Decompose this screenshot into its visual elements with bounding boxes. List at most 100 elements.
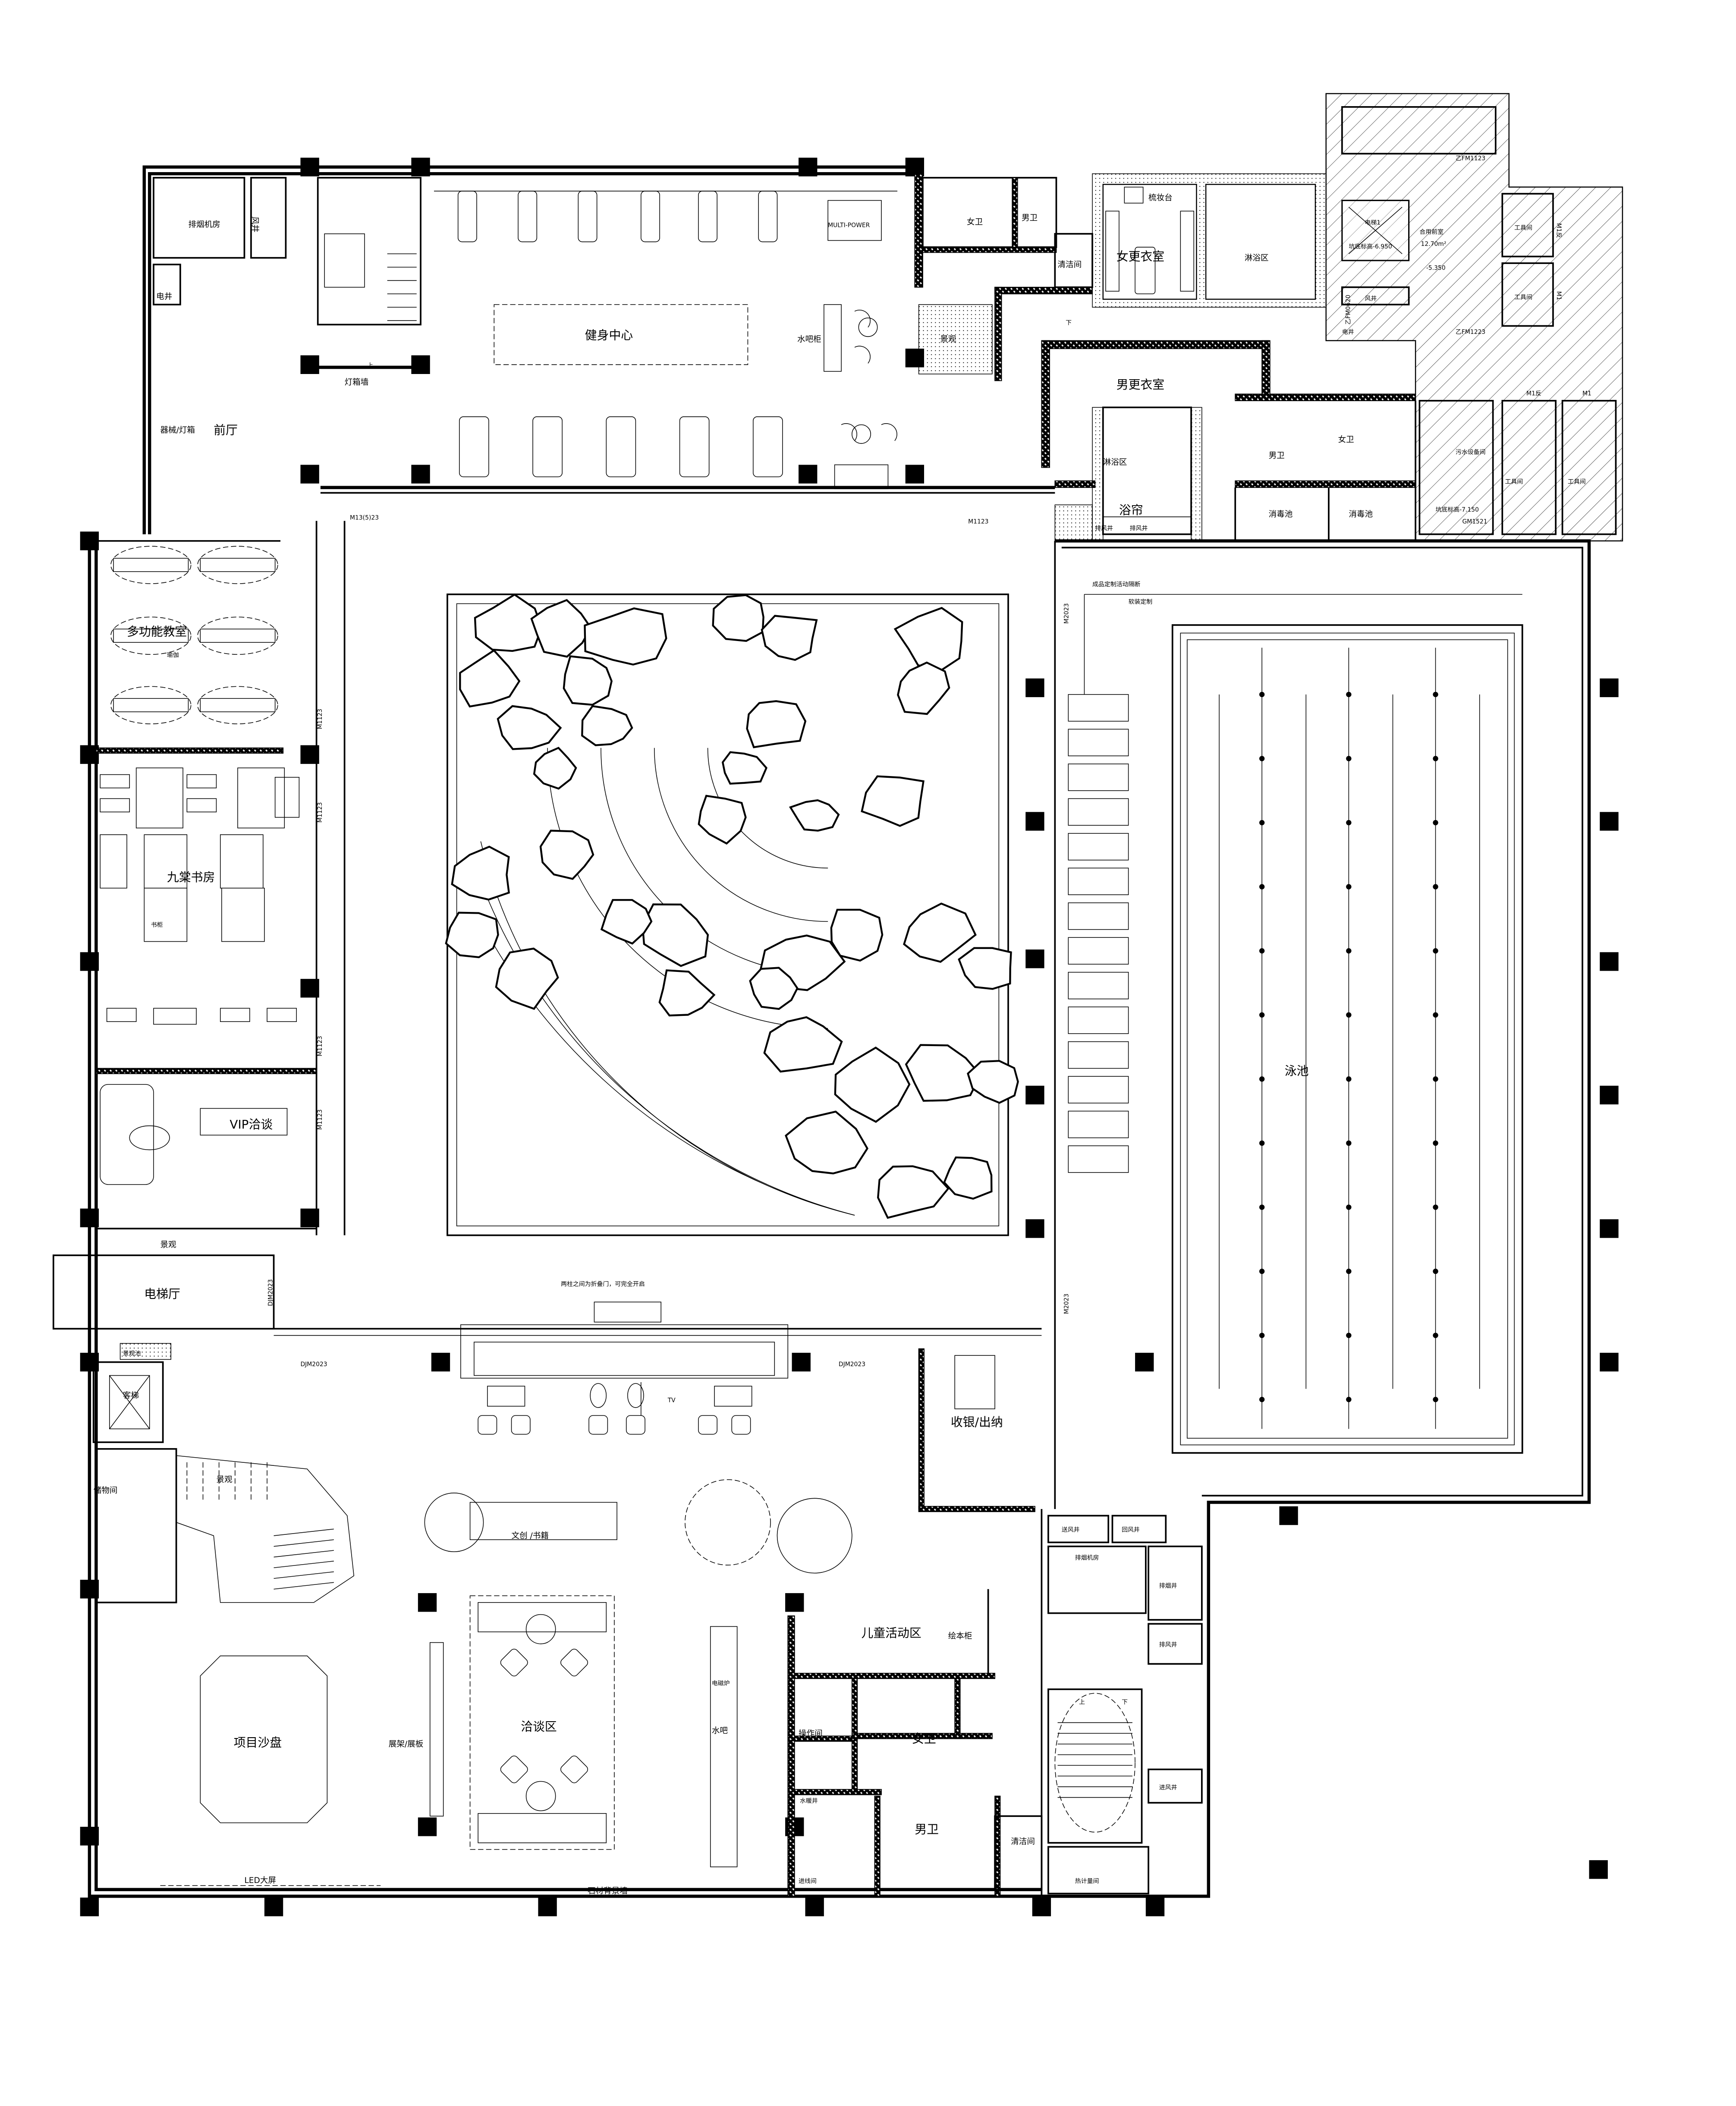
label-exhaust-shaft: 排风井 xyxy=(1159,1641,1177,1648)
boulder xyxy=(658,969,716,1017)
label-tool-2: 工具间 xyxy=(1514,294,1532,301)
study-furniture-piece xyxy=(153,1008,197,1025)
label-lightbox-wall: 灯箱墙 xyxy=(345,378,369,387)
lane-marker xyxy=(1346,1140,1352,1146)
label-core-elec: 电井 xyxy=(1342,329,1354,336)
lane-marker xyxy=(1433,1012,1438,1018)
pool-lounger xyxy=(1068,798,1129,826)
column xyxy=(80,1897,99,1917)
lane-marker xyxy=(1433,756,1438,761)
label-sewage-room: 污水设备间 xyxy=(1456,449,1486,456)
courtyard-rock-garden xyxy=(445,593,1019,1236)
yoga-mat-zone xyxy=(110,546,192,584)
label-culture-books: 文创 /书籍 xyxy=(512,1531,549,1540)
pool-lounger xyxy=(1068,764,1129,791)
fitness-machine xyxy=(698,191,717,242)
bookcase xyxy=(144,887,188,942)
label-return-shaft: 回风井 xyxy=(1122,1527,1140,1534)
yoga-mat-zone xyxy=(110,686,192,724)
boulder xyxy=(749,967,799,1010)
lane-marker xyxy=(1259,1140,1265,1146)
label-door-m1123-b: M1123 xyxy=(317,802,324,823)
study-furniture-piece xyxy=(100,798,130,813)
structural-columns xyxy=(80,157,1619,1917)
label-tv: TV xyxy=(667,1397,676,1404)
lane-marker xyxy=(1433,692,1438,698)
label-partition: 成品定制活动隔断 xyxy=(1092,581,1140,588)
label-door-fm1123: 乙FM1123 xyxy=(1456,155,1485,162)
lane-marker xyxy=(1346,1076,1352,1082)
label-core-wind: 风井 xyxy=(1365,295,1377,302)
column xyxy=(785,1593,804,1612)
lane-marker xyxy=(1259,948,1265,954)
label-cashier: 收银/出纳 xyxy=(951,1415,1003,1429)
label-exhaust-room: 排烟机房 xyxy=(188,220,220,229)
column xyxy=(905,157,925,176)
stair-up-marker: 上 xyxy=(1079,1699,1085,1706)
label-heat-meter: 热计量间 xyxy=(1075,1878,1099,1885)
lane-marker xyxy=(1259,692,1265,698)
fitness-machine xyxy=(457,191,477,242)
label-exhaust-2: 排风井 xyxy=(1130,525,1148,532)
boulder xyxy=(785,1110,868,1175)
label-curtain: 浴帘 xyxy=(1119,503,1143,517)
yoga-mat xyxy=(113,558,189,572)
pool-lounger xyxy=(1068,729,1129,757)
column xyxy=(431,1352,450,1372)
column xyxy=(1025,949,1044,968)
label-elevator-hall: 电梯厅 xyxy=(144,1287,180,1301)
label-m1-rev-1: M1反 xyxy=(1555,223,1562,238)
column xyxy=(80,1208,99,1227)
bookcase xyxy=(221,887,265,942)
yoga-mat xyxy=(200,698,276,712)
column xyxy=(1032,1897,1051,1917)
stair-elevator-core xyxy=(1325,93,1623,542)
lane-marker xyxy=(1433,1333,1438,1338)
column xyxy=(1589,1860,1608,1879)
boulder xyxy=(530,599,592,658)
left-wing-rooms xyxy=(95,521,346,1235)
lane-marker xyxy=(1346,756,1352,761)
treadmill xyxy=(679,416,710,478)
boulder xyxy=(539,830,594,880)
boulder xyxy=(746,700,807,748)
label-smoke-room: 排烟机房 xyxy=(1075,1555,1099,1562)
label-supply-shaft: 送风井 xyxy=(1062,1527,1080,1534)
coffee-table xyxy=(525,1614,556,1644)
column xyxy=(799,465,818,484)
column xyxy=(411,157,430,176)
lane-marker xyxy=(1433,884,1438,890)
lane-marker xyxy=(1259,884,1265,890)
column xyxy=(1025,678,1044,698)
yoga-mat xyxy=(200,558,276,572)
study-furniture-piece xyxy=(100,774,130,789)
column xyxy=(1145,1897,1165,1917)
column xyxy=(80,952,99,971)
coffee-table xyxy=(525,1781,556,1811)
column xyxy=(1135,1352,1154,1372)
study-furniture-piece xyxy=(274,777,300,818)
label-door-djm2023-b: DJM2023 xyxy=(300,1361,327,1368)
exterior-walls xyxy=(88,165,1591,1898)
fitness-machine xyxy=(758,191,778,242)
boulder xyxy=(600,899,653,945)
column xyxy=(1600,1085,1619,1105)
lane-marker xyxy=(1346,884,1352,890)
column xyxy=(1025,812,1044,831)
pool-lounger xyxy=(1068,971,1129,1000)
stair-tread xyxy=(274,1528,334,1536)
column xyxy=(1025,1219,1044,1238)
label-men-wc: 男卫 xyxy=(1269,451,1285,460)
label-lobby: 前厅 xyxy=(214,423,238,437)
bottom-restrooms xyxy=(787,1509,1203,1897)
armchair xyxy=(731,1415,751,1435)
study-furniture-piece xyxy=(220,834,264,889)
stair-tread xyxy=(274,1550,334,1558)
label-door-fm1223: 乙FM1223 xyxy=(1456,329,1485,336)
lane-marker xyxy=(1346,820,1352,826)
column xyxy=(300,355,319,374)
boulder xyxy=(698,795,747,845)
lane-marker xyxy=(1346,1333,1352,1338)
label-elec-shaft: 电井 xyxy=(156,292,172,302)
